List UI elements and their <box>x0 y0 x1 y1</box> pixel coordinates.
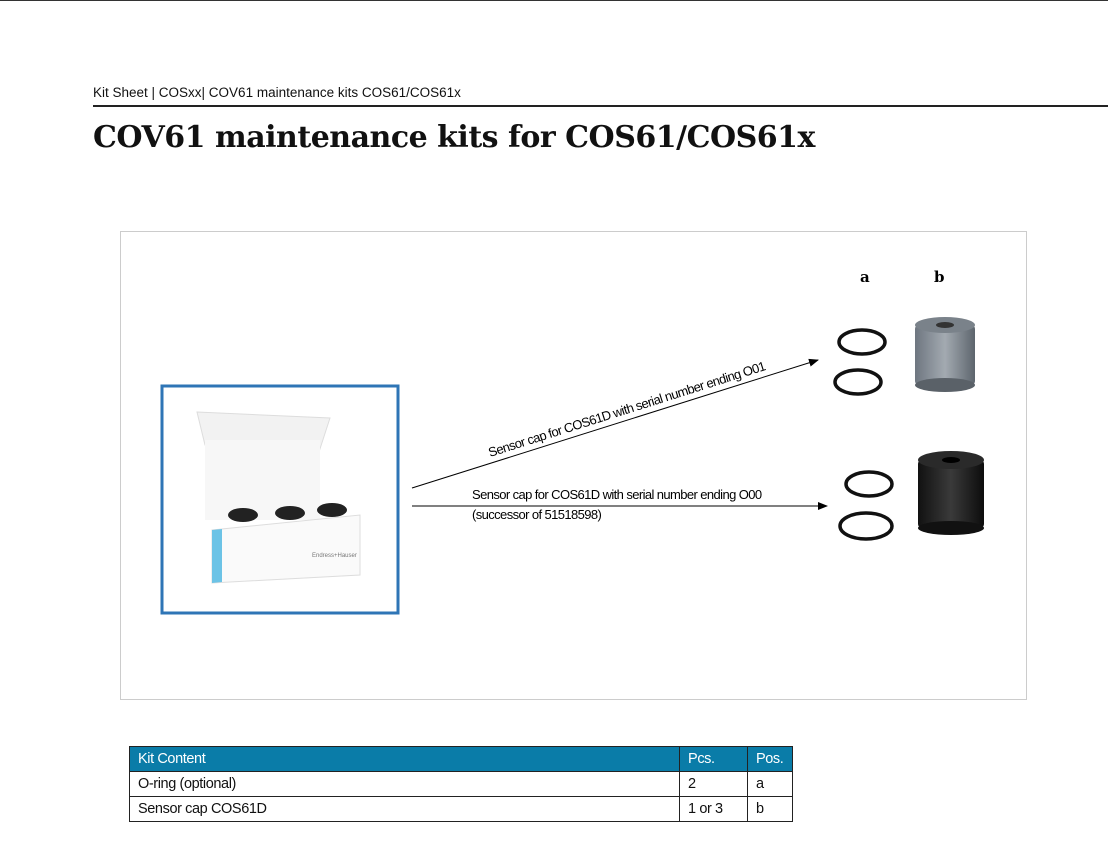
kit-content-table: Kit Content Pcs. Pos. O-ring (optional) … <box>128 746 794 822</box>
table-row: Sensor cap COS61D 1 or 3 b <box>128 796 794 822</box>
sensor-cap-black-image <box>918 451 984 535</box>
figure-frame <box>120 231 1027 700</box>
page-title: COV61 maintenance kits for COS61/COS61x <box>93 120 815 155</box>
cell-pos: b <box>746 796 794 822</box>
kit-box-image: Endress+Hauser <box>160 384 400 615</box>
label-b: b <box>934 268 945 286</box>
table-row: O-ring (optional) 2 a <box>128 771 794 797</box>
breadcrumb: Kit Sheet | COSxx| COV61 maintenance kit… <box>93 85 461 100</box>
arrow-upper <box>411 358 819 489</box>
arrow-upper-label: Sensor cap for COS61D with serial number… <box>486 358 767 459</box>
cell-pos: a <box>746 771 794 797</box>
header-divider <box>93 105 1108 107</box>
header-pos: Pos. <box>746 746 794 772</box>
cell-pcs: 2 <box>679 771 748 797</box>
o-ring-images <box>833 328 894 541</box>
header-kit-content: Kit Content <box>128 746 681 772</box>
arrow-lower-label: Sensor cap for COS61D with serial number… <box>472 487 762 502</box>
arrow-lower-sublabel: (successor of 51518598) <box>472 507 602 522</box>
cell-content: O-ring (optional) <box>128 771 681 797</box>
header-pcs: Pcs. <box>679 746 748 772</box>
cell-pcs: 1 or 3 <box>679 796 748 822</box>
sensor-cap-grey-image <box>915 317 975 392</box>
cell-content: Sensor cap COS61D <box>128 796 681 822</box>
top-border <box>0 0 1108 1</box>
table-header-row: Kit Content Pcs. Pos. <box>128 746 794 772</box>
box-brand-text: Endress+Hauser <box>312 553 357 559</box>
label-a: a <box>860 268 870 286</box>
